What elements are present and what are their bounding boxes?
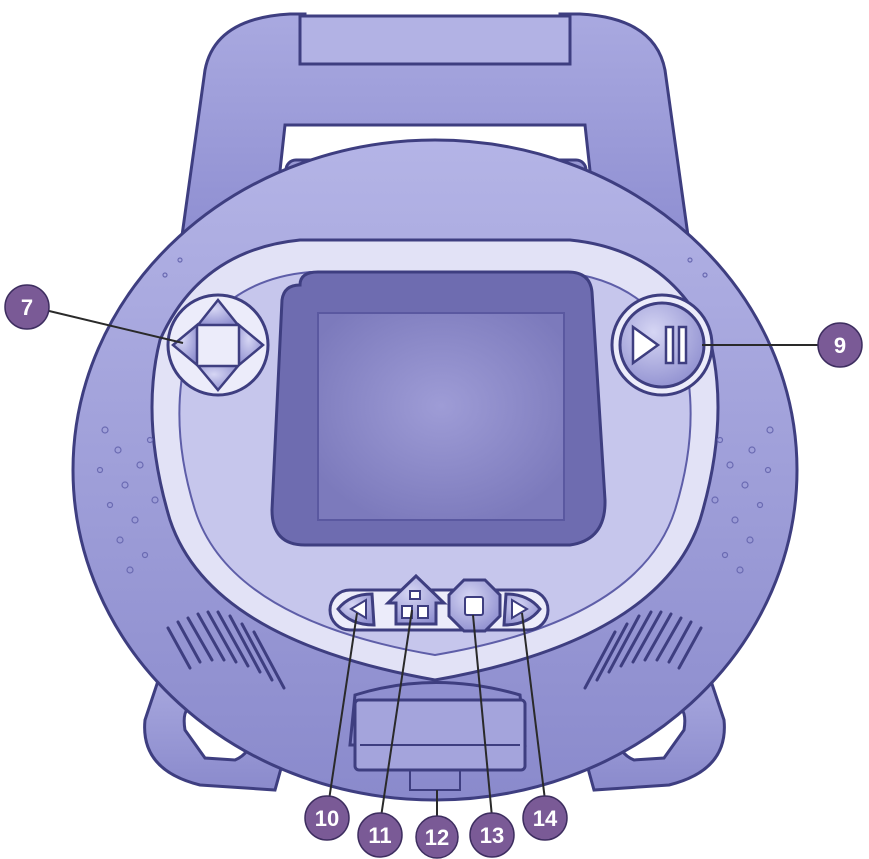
svg-text:13: 13 (480, 823, 504, 848)
callout-13: 13 (470, 813, 514, 857)
callout-14: 14 (523, 796, 567, 840)
callout-12: 12 (416, 816, 458, 858)
svg-text:12: 12 (425, 825, 449, 850)
svg-text:7: 7 (21, 295, 33, 320)
svg-text:11: 11 (368, 823, 391, 848)
octagon-stop-icon (465, 597, 483, 615)
callout-11: 11 (358, 813, 402, 857)
svg-text:9: 9 (834, 333, 846, 358)
dpad[interactable] (168, 295, 268, 395)
callout-10: 10 (305, 796, 349, 840)
display-screen (272, 272, 605, 545)
svg-text:14: 14 (533, 806, 558, 831)
svg-text:10: 10 (315, 806, 339, 831)
callout-7: 7 (5, 285, 49, 329)
play-pause-button[interactable] (612, 295, 712, 395)
callout-9: 9 (818, 323, 862, 367)
